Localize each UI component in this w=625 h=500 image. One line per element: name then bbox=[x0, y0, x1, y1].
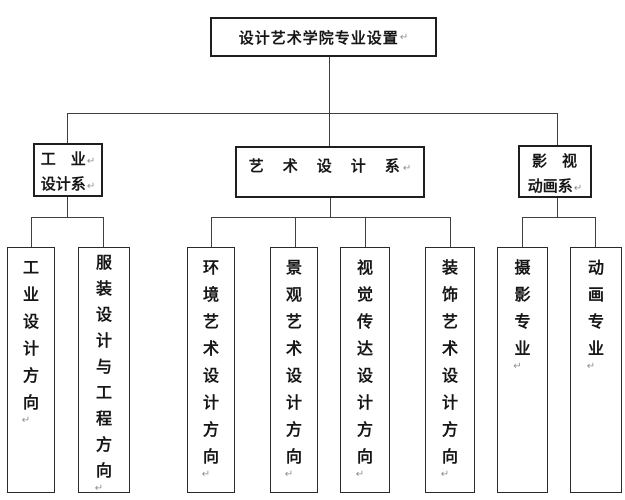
dept-node-industrial-design: 工 业↵ 设计系↵ bbox=[33, 143, 103, 197]
dept-label-line: 设计系↵ bbox=[35, 173, 101, 198]
dept-label-line: 影 视 bbox=[520, 150, 590, 175]
connector-drop-industrial-dept bbox=[67, 113, 68, 143]
program-label: 装饰艺术设计方向 bbox=[441, 258, 458, 466]
connector-art-rail bbox=[211, 217, 451, 218]
connector-drop-program-5 bbox=[365, 217, 366, 247]
dept-label-text: 影 视 bbox=[531, 152, 577, 170]
dept-label-line: 工 业↵ bbox=[35, 148, 101, 173]
return-mark-icon: ↵ bbox=[86, 181, 96, 192]
return-mark-icon: ↵ bbox=[21, 415, 31, 426]
connector-drop-program-8 bbox=[595, 217, 596, 247]
return-mark-icon: ↵ bbox=[586, 361, 596, 372]
program-node-decorative-art-design-direction: 装饰艺术设计方向 ↵ bbox=[425, 247, 475, 493]
return-mark-icon: ↵ bbox=[513, 361, 522, 372]
connector-drop-program-3 bbox=[211, 217, 212, 247]
connector-root-vertical bbox=[329, 57, 330, 146]
connector-drop-program-1 bbox=[31, 217, 32, 247]
root-node: 设计艺术学院专业设置↵ bbox=[210, 17, 437, 57]
dept-node-art-design: 艺 术 设 计 系↵ bbox=[235, 146, 425, 198]
program-label: 动画专业 bbox=[587, 258, 604, 358]
program-node-fashion-design-engineering-direction: 服装设计与工程方向 ↵ bbox=[78, 247, 130, 494]
program-node-photography-major: 摄影专业 ↵ bbox=[497, 247, 548, 493]
return-mark-icon: ↵ bbox=[440, 469, 450, 480]
connector-industrial-rail bbox=[31, 217, 104, 218]
connector-drop-program-4 bbox=[295, 217, 296, 247]
dept-label-line: 艺 术 设 计 系↵ bbox=[237, 155, 423, 180]
connector-industrial-dept-stem bbox=[67, 197, 68, 217]
dept-label-text: 工 业 bbox=[40, 150, 86, 168]
return-mark-icon: ↵ bbox=[399, 31, 409, 43]
program-node-visual-communication-design-direction: 视觉传达设计方向 ↵ bbox=[340, 247, 390, 493]
connector-film-dept-stem bbox=[557, 198, 558, 217]
dept-label-text: 艺 术 设 计 系 bbox=[248, 157, 402, 175]
connector-drop-program-2 bbox=[103, 217, 104, 247]
connector-main-rail bbox=[67, 113, 558, 114]
program-node-industrial-design-direction: 工业设计方向 ↵ bbox=[7, 247, 55, 493]
dept-label-text: 动画系 bbox=[527, 177, 573, 195]
program-label: 景观艺术设计方向 bbox=[285, 258, 302, 466]
connector-film-rail bbox=[522, 217, 596, 218]
return-mark-icon: ↵ bbox=[94, 483, 104, 494]
program-label: 服装设计与工程方向 bbox=[95, 253, 112, 480]
program-label: 环境艺术设计方向 bbox=[202, 258, 219, 466]
connector-art-dept-stem bbox=[330, 198, 331, 217]
return-mark-icon: ↵ bbox=[201, 469, 211, 480]
program-label: 工业设计方向 bbox=[22, 258, 39, 412]
return-mark-icon: ↵ bbox=[573, 183, 583, 194]
connector-drop-program-7 bbox=[522, 217, 523, 247]
dept-node-film-animation: 影 视 动画系↵ bbox=[518, 145, 592, 198]
program-node-landscape-art-design-direction: 景观艺术设计方向 ↵ bbox=[270, 247, 318, 493]
program-label: 视觉传达设计方向 bbox=[356, 258, 373, 466]
program-node-animation-major: 动画专业 ↵ bbox=[570, 247, 622, 493]
return-mark-icon: ↵ bbox=[284, 469, 294, 480]
return-mark-icon: ↵ bbox=[86, 156, 96, 167]
dept-label-line: 动画系↵ bbox=[520, 175, 590, 200]
program-node-environmental-art-design-direction: 环境艺术设计方向 ↵ bbox=[187, 247, 235, 493]
connector-drop-film-dept bbox=[557, 113, 558, 145]
program-label: 摄影专业 bbox=[514, 258, 531, 358]
connector-drop-program-6 bbox=[450, 217, 451, 247]
return-mark-icon: ↵ bbox=[402, 163, 412, 174]
dept-label-text: 设计系 bbox=[40, 175, 86, 193]
return-mark-icon: ↵ bbox=[355, 469, 365, 480]
root-label: 设计艺术学院专业设置 bbox=[238, 28, 399, 47]
